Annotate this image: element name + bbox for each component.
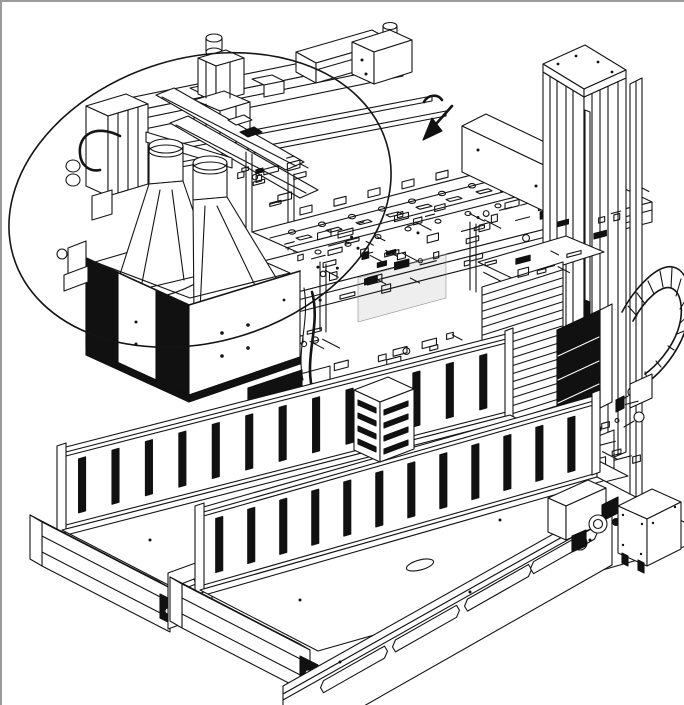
gantry-left-bracket [65, 93, 149, 221]
machinery-detail [469, 210, 622, 282]
drive-unit [547, 479, 620, 553]
hose [78, 129, 122, 172]
slotted-feeder-box [353, 376, 415, 463]
machinery-detail [237, 155, 309, 208]
control-box [617, 488, 682, 574]
collection-hopper-body [56, 240, 301, 403]
detail-callout-ellipse [8, 51, 392, 349]
funnel-chutes [112, 138, 287, 322]
translucent-cover [357, 253, 447, 323]
motion-arrow [422, 104, 454, 141]
gantry-drive-motor [351, 21, 413, 85]
window-border-top [0, 0, 684, 2]
window-border-left [0, 0, 2, 705]
cable-carrier-chain [621, 266, 684, 409]
